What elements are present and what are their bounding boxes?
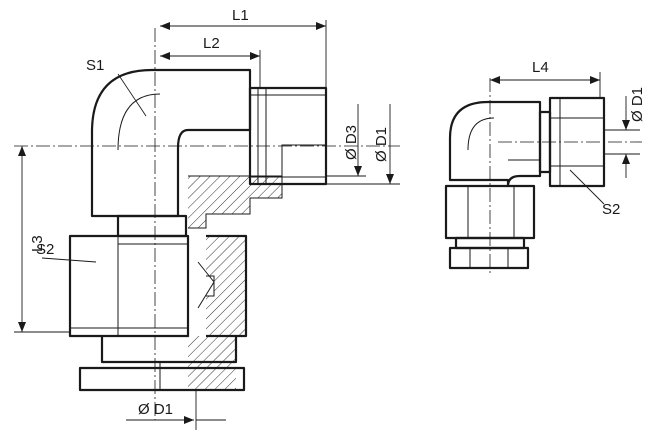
label-l4: L4 xyxy=(532,59,549,76)
thread-stub xyxy=(248,86,328,186)
elbow-inner-arc xyxy=(117,93,161,151)
large-fitting-view: L1 L2 S1 L3 S2 Ø D3 Ø D1 Ø D1 xyxy=(14,7,400,430)
label-l1: L1 xyxy=(232,7,249,24)
label-s2-right: S2 xyxy=(602,201,620,218)
label-s2-left: S2 xyxy=(36,241,54,258)
connector-tube xyxy=(116,214,188,238)
small-base xyxy=(448,246,530,270)
label-d3: Ø D3 xyxy=(343,125,360,160)
label-l3: L3 xyxy=(29,235,46,252)
small-elbow-body xyxy=(448,100,542,188)
section-hatch-upper xyxy=(188,176,282,228)
nut-s2 xyxy=(68,234,190,338)
label-d1-bottom: Ø D1 xyxy=(138,401,173,418)
nut-section-hatch xyxy=(206,236,246,336)
label-d1-small: Ø D1 xyxy=(629,87,646,122)
label-s1: S1 xyxy=(86,57,104,74)
label-l2: L2 xyxy=(203,35,220,52)
small-fitting-view: L4 Ø D1 S2 xyxy=(444,59,646,276)
thread-bore xyxy=(281,144,327,178)
tube-lower xyxy=(100,336,238,364)
label-d1-top: Ø D1 xyxy=(373,127,390,162)
elbow-body xyxy=(90,68,252,218)
